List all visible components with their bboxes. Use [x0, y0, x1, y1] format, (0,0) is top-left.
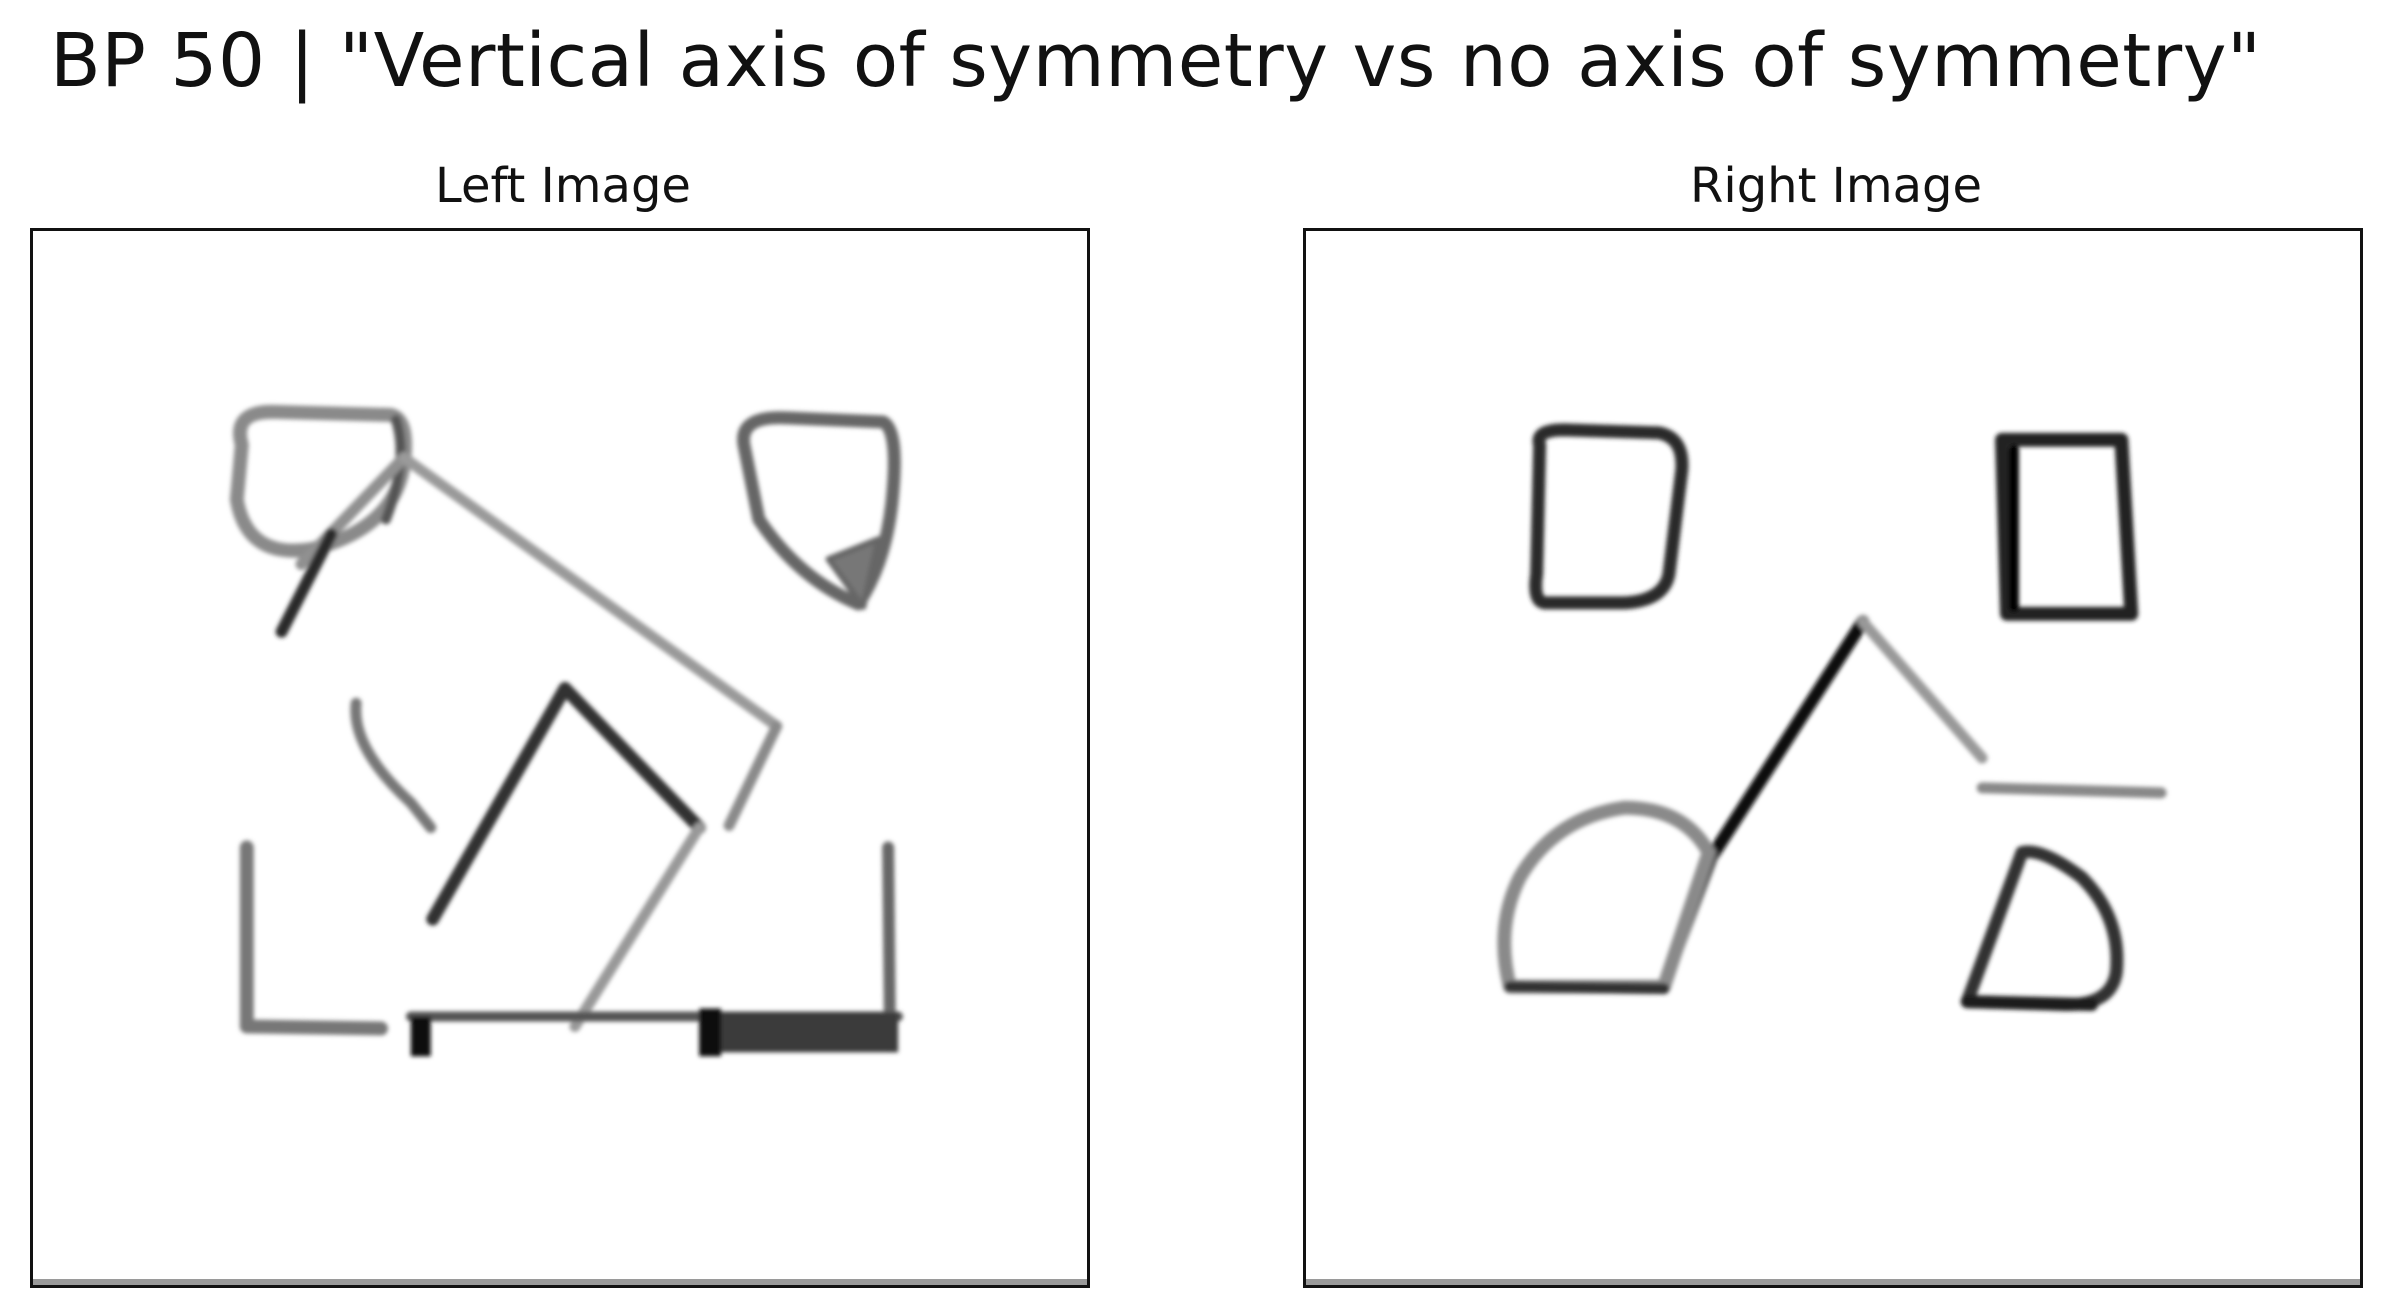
left-upper-chevron-left-end: [275, 528, 338, 638]
left-bracket: [239, 840, 388, 1036]
left-bottom-dark-notch: [699, 1008, 722, 1057]
right-bottom-left-shape: [1497, 800, 1716, 994]
right-bottom-right-shape-base: [1960, 995, 2098, 1012]
right-peak-right-arm: [1857, 616, 1988, 764]
left-upper-chevron-right-tail: [723, 720, 783, 832]
right-long-diagonal: [1707, 615, 1870, 860]
right-bottom-right-shape: [1960, 845, 2124, 1012]
left-bottom-dark-block-right: [699, 1012, 899, 1053]
right-horizontal-line: [1976, 782, 2167, 799]
right-panel-title: Right Image: [1690, 158, 1982, 214]
left-upper-chevron-right-arm: [398, 452, 783, 732]
left-image-drawing: [229, 405, 904, 1057]
right-top-left-shape: [1529, 423, 1689, 610]
left-small-arc: [350, 697, 437, 834]
left-inner-chevron-tail: [569, 822, 705, 1032]
left-top-right-blob-fill: [825, 536, 882, 610]
right-image-panel: [1303, 228, 2363, 1288]
right-bottom-left-shape-base: [1504, 981, 1670, 995]
left-image-panel: [30, 228, 1090, 1288]
figure-title: BP 50 | "Vertical axis of symmetry vs no…: [50, 18, 2262, 104]
left-bottom-dark-block-left: [410, 1016, 431, 1057]
right-image-drawing: [1497, 423, 2167, 1012]
left-inner-chevron: [426, 681, 706, 926]
left-panel-title: Left Image: [435, 158, 691, 214]
left-top-right-blob: [737, 411, 901, 611]
right-top-right-shape: [1995, 432, 2139, 621]
